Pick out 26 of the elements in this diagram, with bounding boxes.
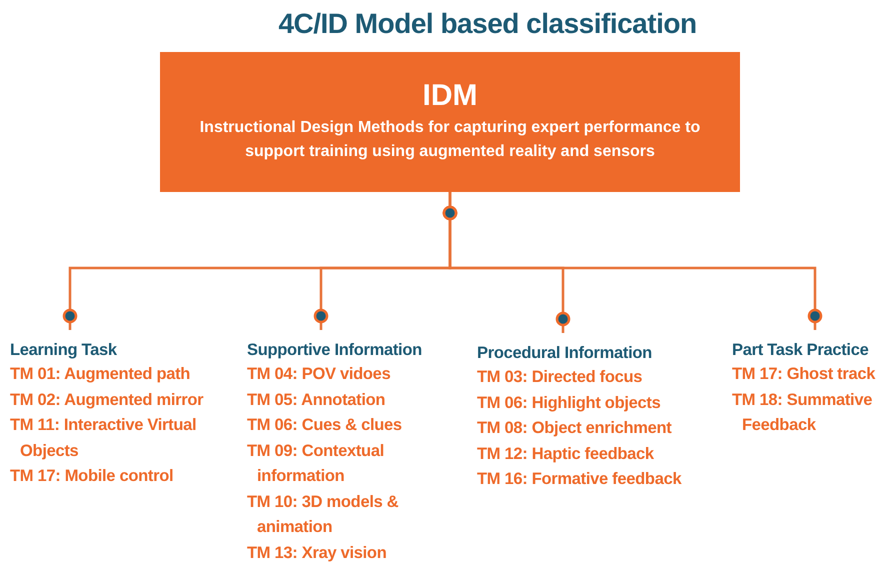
column-heading: Learning Task <box>10 340 117 361</box>
list-item: TM 17: Ghost track <box>732 364 876 385</box>
box-title: IDM <box>422 78 478 114</box>
list-item: TM 01: Augmented path <box>10 364 190 385</box>
process-box <box>160 52 740 192</box>
list-item: TM 02: Augmented mirror <box>10 390 204 410</box>
list-item: TM 12: Haptic feedback <box>477 444 654 464</box>
list-item: TM 17: Mobile control <box>10 466 174 487</box>
list-item: TM 05: Annotation <box>247 390 386 410</box>
connector <box>442 192 822 330</box>
column-heading: Supportive Information <box>247 340 422 361</box>
list-item: TM 08: Object enrichment <box>477 418 672 439</box>
list-item: TM 06: Cues & clues <box>247 415 402 436</box>
box-description: Instructional Design Methods for capturing expert performance to support training using augmented reality and sensors <box>198 118 702 162</box>
list-item: TM 18: Summative Feedback <box>732 390 874 436</box>
list-item: TM 10: 3D models & animation <box>247 492 400 538</box>
list-item: TM 09: Contextual information <box>247 440 385 487</box>
list-item: TM 06: Highlight objects <box>477 392 660 414</box>
list-item: TM 04: POV vidoes <box>247 364 390 385</box>
list-item: TM 16: Formative feedback <box>477 469 682 490</box>
list-item: TM 13: Xray vision <box>247 542 386 564</box>
column-heading: Procedural Information <box>477 343 652 364</box>
list-item: TM 03: Directed focus <box>477 367 642 388</box>
diagram-title: 4C/ID Model based classification <box>277 8 698 40</box>
list-item: TM 11: Interactive Virtual Objects <box>10 415 198 462</box>
column-heading: Part Task Practice <box>732 340 868 361</box>
